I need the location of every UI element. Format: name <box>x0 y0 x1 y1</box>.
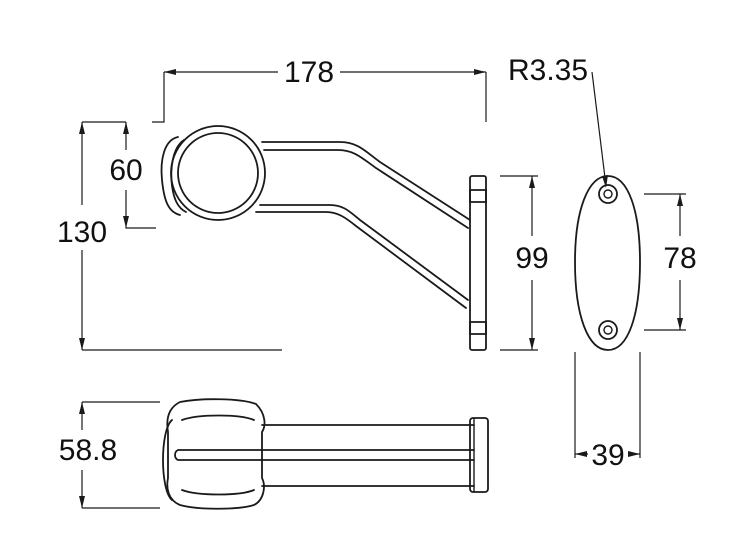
arm-top-outline <box>261 424 475 487</box>
dim-78-label: 78 <box>663 242 696 275</box>
dim-178-ext-left <box>152 72 165 123</box>
dim-178-arrow-left <box>164 69 176 75</box>
dim-130-arrow-bottom <box>79 338 85 350</box>
dim-60-arrow-bottom <box>123 216 129 228</box>
dim-78-arrow-bottom <box>677 318 683 330</box>
dim-130-label: 130 <box>57 216 107 249</box>
radius-leader <box>591 71 607 187</box>
dim-58-8-arrow-bottom <box>79 496 85 508</box>
hole-bottom-outer <box>598 320 618 340</box>
radius-leader-arrow <box>602 175 608 188</box>
arm-lower-inner <box>255 211 467 309</box>
arm-center-rod <box>174 449 475 461</box>
dim-39-arrow-right <box>628 451 640 457</box>
hole-top-outer <box>598 184 618 204</box>
dim-78-arrow-top <box>677 194 683 206</box>
lamp-head-front <box>162 419 173 501</box>
dim-99-label: 99 <box>515 242 548 275</box>
dim-58-8-arrow-top <box>79 402 85 414</box>
dim-58-8-ext <box>82 401 160 509</box>
lamp-cap <box>160 136 181 216</box>
top-view: 58.8 <box>59 398 489 510</box>
lamp-ring-inner <box>177 132 259 214</box>
dim-178-label: 178 <box>284 56 334 89</box>
dim-39-label: 39 <box>591 439 624 472</box>
dim-99-arrow-top <box>529 176 535 188</box>
hole-bottom-inner <box>603 325 613 335</box>
dim-99-arrow-bottom <box>529 338 535 350</box>
dim-178-arrow-right <box>474 69 486 75</box>
dim-78-ext <box>644 193 686 331</box>
base-collar-top <box>469 189 487 203</box>
base-plate <box>469 175 487 351</box>
radius-label: R3.35 <box>508 54 588 87</box>
dim-58-8-label: 58.8 <box>59 434 117 467</box>
hole-top-inner <box>603 189 613 199</box>
lamp-ring-outer <box>170 125 266 221</box>
base-collar-bottom <box>469 321 487 335</box>
arm-upper-inner <box>263 149 469 229</box>
arm-lower-edge <box>259 204 469 301</box>
lamp-head-outline <box>166 398 266 510</box>
dim-130-ext <box>82 121 282 351</box>
plate-view: R3.35 78 39 <box>508 54 697 472</box>
lamp-head-band <box>181 414 255 496</box>
dim-60-label: 60 <box>109 154 142 187</box>
side-view: 178 130 60 99 <box>57 56 549 351</box>
arm-upper-edge <box>261 141 471 221</box>
base-top <box>469 417 489 493</box>
dim-130-arrow-top <box>79 122 85 134</box>
dim-39-arrow-left <box>575 451 587 457</box>
plate-outline <box>574 175 641 351</box>
dim-39-ext <box>574 352 641 458</box>
dim-60-arrow-top <box>123 122 129 134</box>
